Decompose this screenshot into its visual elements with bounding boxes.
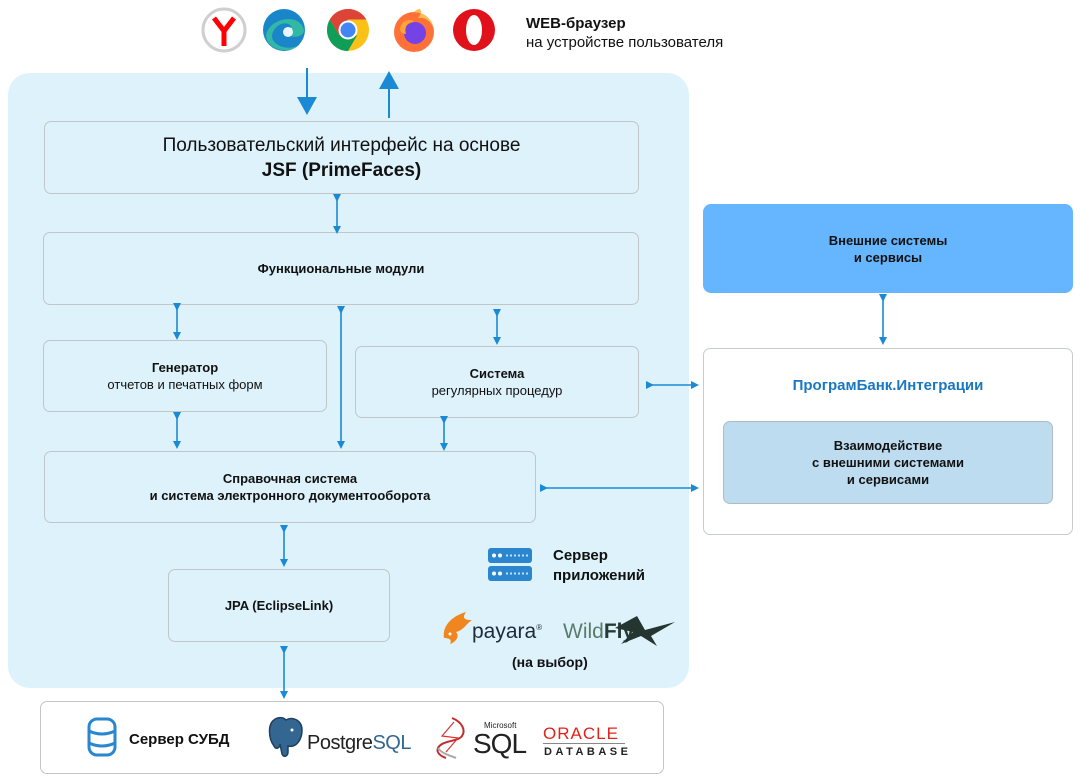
report-generator-subtitle: отчетов и печатных форм bbox=[107, 377, 263, 392]
oracle-logo-text: ORACLE bbox=[543, 724, 619, 743]
payara-logo: payara® bbox=[472, 620, 542, 644]
jpa-box[interactable]: JPA (EclipseLink) bbox=[168, 569, 390, 642]
firefox-icon bbox=[394, 9, 434, 52]
app-server-label-line2: приложений bbox=[553, 567, 646, 584]
database-server-label: Сервер СУБД bbox=[129, 731, 230, 748]
ui-layer-line2: JSF (PrimeFaces) bbox=[261, 159, 422, 181]
postgresql-text-1: Postgre bbox=[307, 732, 373, 754]
functional-modules-label: Функциональные модули bbox=[257, 261, 425, 276]
chrome-icon bbox=[326, 8, 369, 52]
database-server-bar bbox=[40, 701, 664, 774]
report-generator-title: Генератор bbox=[151, 360, 219, 375]
integration-inner-line3: и сервисами bbox=[846, 472, 930, 487]
database-icon bbox=[87, 717, 117, 757]
mssql-sql-text: SQL bbox=[473, 728, 527, 759]
postgresql-elephant-icon bbox=[268, 716, 303, 757]
mssql-icon bbox=[436, 717, 465, 759]
regular-procedures-box[interactable]: Система регулярных процедур bbox=[355, 346, 639, 418]
server-choice-note: (на выбор) bbox=[512, 654, 588, 670]
app-server-label-line1: Сервер bbox=[553, 547, 608, 564]
payara-text: payara bbox=[472, 620, 537, 643]
integration-inner-box[interactable]: Взаимодействие с внешними системами и се… bbox=[723, 421, 1053, 504]
oracle-divider bbox=[543, 743, 625, 744]
app-server-label: Сервер приложений bbox=[553, 546, 645, 586]
reference-system-line2: и система электронного документооборота bbox=[149, 488, 431, 503]
postgresql-text-2: SQL bbox=[372, 732, 411, 754]
yandex-browser-icon bbox=[201, 7, 247, 53]
integration-inner-line1: Взаимодействие bbox=[833, 438, 943, 453]
server-icon bbox=[488, 548, 532, 581]
ui-layer-box[interactable]: Пользовательский интерфейс на основе JSF… bbox=[44, 121, 639, 194]
browser-label: WEB-браузер на устройстве пользователя bbox=[526, 14, 723, 52]
external-systems-line2: и сервисы bbox=[853, 249, 923, 265]
wildfly-wings-icon bbox=[615, 616, 675, 646]
app-server-container bbox=[8, 73, 689, 688]
integration-box[interactable]: ПрограмБанк.Интеграции Взаимодействие с … bbox=[703, 348, 1073, 535]
opera-icon bbox=[453, 9, 495, 51]
reference-system-box[interactable]: Справочная система и система электронног… bbox=[44, 451, 536, 523]
mssql-microsoft-text: Microsoft bbox=[484, 721, 517, 730]
regular-procedures-title: Система bbox=[469, 366, 525, 381]
external-systems-box[interactable]: Внешние системы и сервисы bbox=[703, 204, 1073, 293]
ui-layer-line1: Пользовательский интерфейс на основе bbox=[162, 134, 521, 156]
integration-title: ПрограмБанк.Интеграции bbox=[792, 377, 984, 394]
payara-registered-mark: ® bbox=[536, 623, 543, 632]
payara-fish-icon bbox=[443, 612, 472, 644]
integration-inner-line2: с внешними системами bbox=[812, 455, 964, 470]
wildfly-text-light: Wild bbox=[563, 620, 604, 643]
browser-title: WEB-браузер bbox=[526, 15, 626, 32]
functional-modules-box[interactable]: Функциональные модули bbox=[43, 232, 639, 305]
report-generator-box[interactable]: Генератор отчетов и печатных форм bbox=[43, 340, 327, 412]
edge-icon bbox=[263, 9, 305, 51]
browser-icons-row bbox=[201, 7, 495, 53]
jpa-label: JPA (EclipseLink) bbox=[224, 598, 334, 613]
reference-system-line1: Справочная система bbox=[222, 471, 358, 486]
postgresql-logo: PostgreSQL bbox=[307, 732, 411, 755]
oracle-database-text: DATABASE bbox=[544, 746, 632, 758]
regular-procedures-subtitle: регулярных процедур bbox=[431, 383, 563, 398]
browser-subtitle: на устройстве пользователя bbox=[526, 34, 724, 51]
external-systems-line1: Внешние системы bbox=[828, 232, 948, 248]
